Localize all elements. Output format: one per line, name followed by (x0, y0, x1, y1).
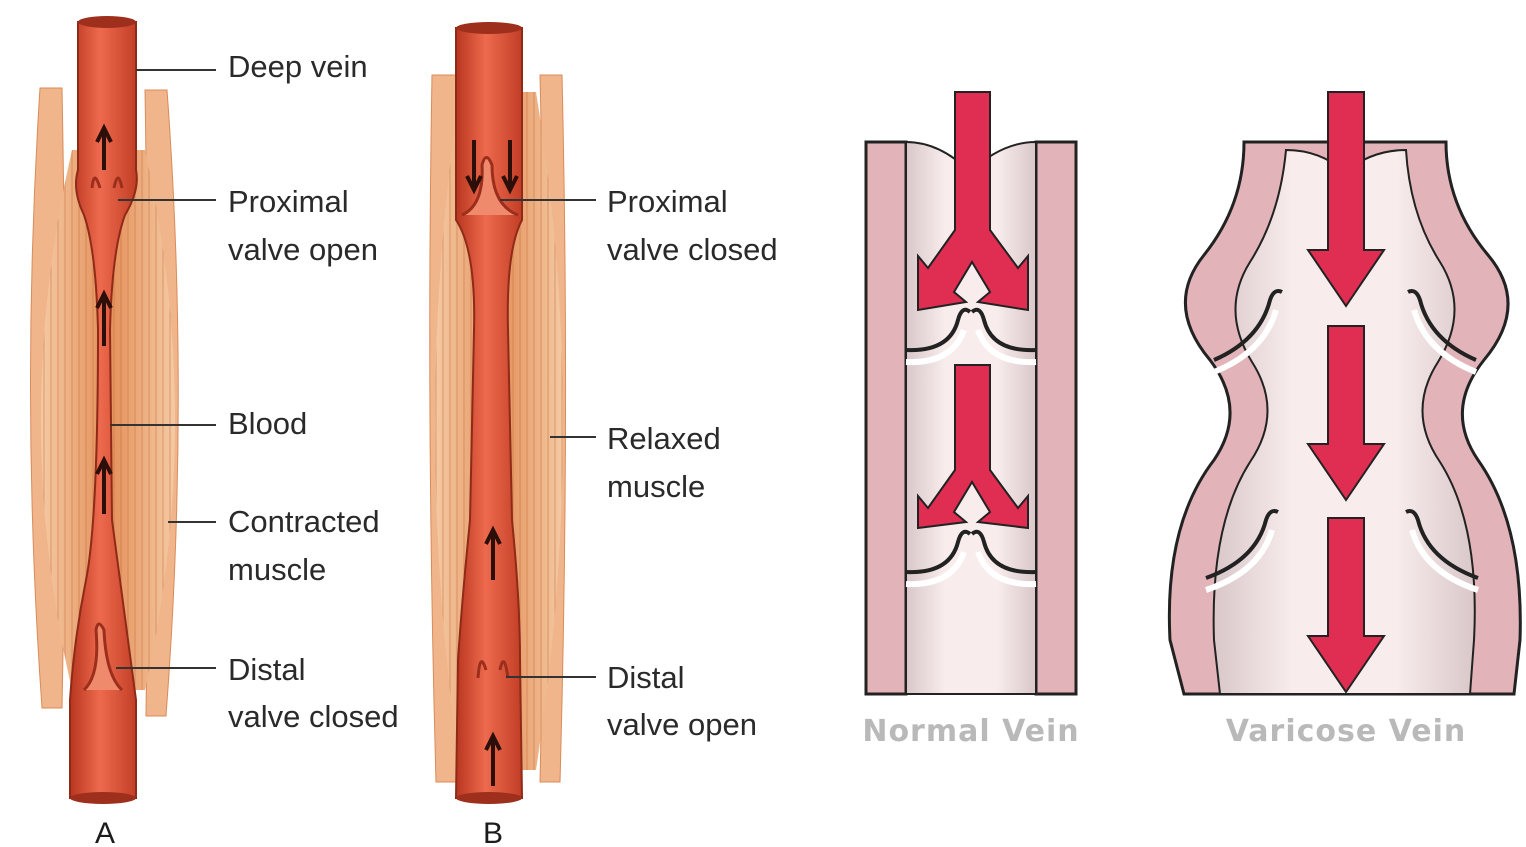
normal-vein: Normal Vein (862, 92, 1079, 749)
label-distal-open-line1: Distal (607, 660, 685, 695)
label-proximal-closed-line2: valve closed (607, 232, 778, 267)
label-relaxed-line2: muscle (607, 469, 705, 504)
normal-vein-right-wall (1036, 142, 1076, 694)
label-distal-closed-line2: valve closed (228, 699, 399, 734)
panel-b: Proximal valve closed Relaxed muscle Dis… (430, 22, 778, 847)
varicose-vein: Varicose Vein (1169, 92, 1520, 749)
label-proximal-closed-line1: Proximal (607, 184, 728, 219)
label-contracted-line1: Contracted (228, 504, 380, 539)
label-proximal-open-line2: valve open (228, 232, 378, 267)
label-distal-closed-line1: Distal (228, 652, 306, 687)
normal-vein-caption: Normal Vein (862, 714, 1079, 749)
label-proximal-open-line1: Proximal (228, 184, 349, 219)
panel-a-letter: A (95, 817, 115, 847)
label-contracted-line2: muscle (228, 552, 326, 587)
varicose-vein-caption: Varicose Vein (1226, 714, 1467, 749)
panel-a: Deep vein Proximal valve open Blood Cont… (30, 16, 398, 847)
label-relaxed-line1: Relaxed (607, 421, 721, 456)
label-blood: Blood (228, 406, 307, 441)
label-deep-vein: Deep vein (228, 49, 368, 84)
normal-vein-left-wall (866, 142, 906, 694)
panel-b-letter: B (483, 817, 503, 847)
label-distal-open-line2: valve open (607, 707, 757, 742)
